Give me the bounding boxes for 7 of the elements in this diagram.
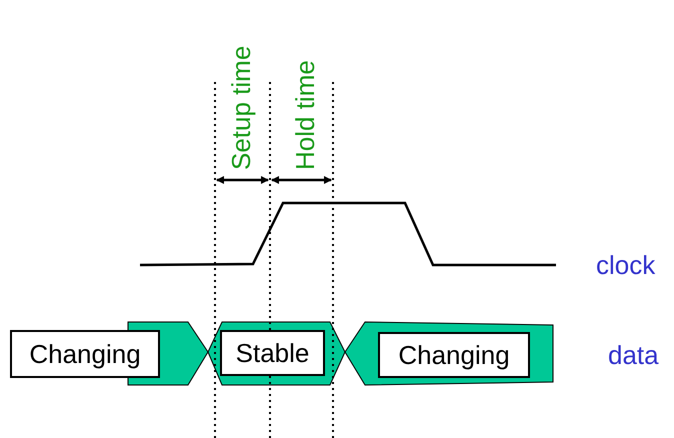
signal-name: data <box>608 340 659 371</box>
data-state-box: Changing <box>378 332 530 378</box>
signal-name: clock <box>596 250 656 281</box>
timing-label: Hold time <box>290 60 321 170</box>
data-state-box: Stable <box>220 330 325 376</box>
timing-label: Setup time <box>226 46 257 170</box>
data-state-box: Changing <box>10 330 160 378</box>
